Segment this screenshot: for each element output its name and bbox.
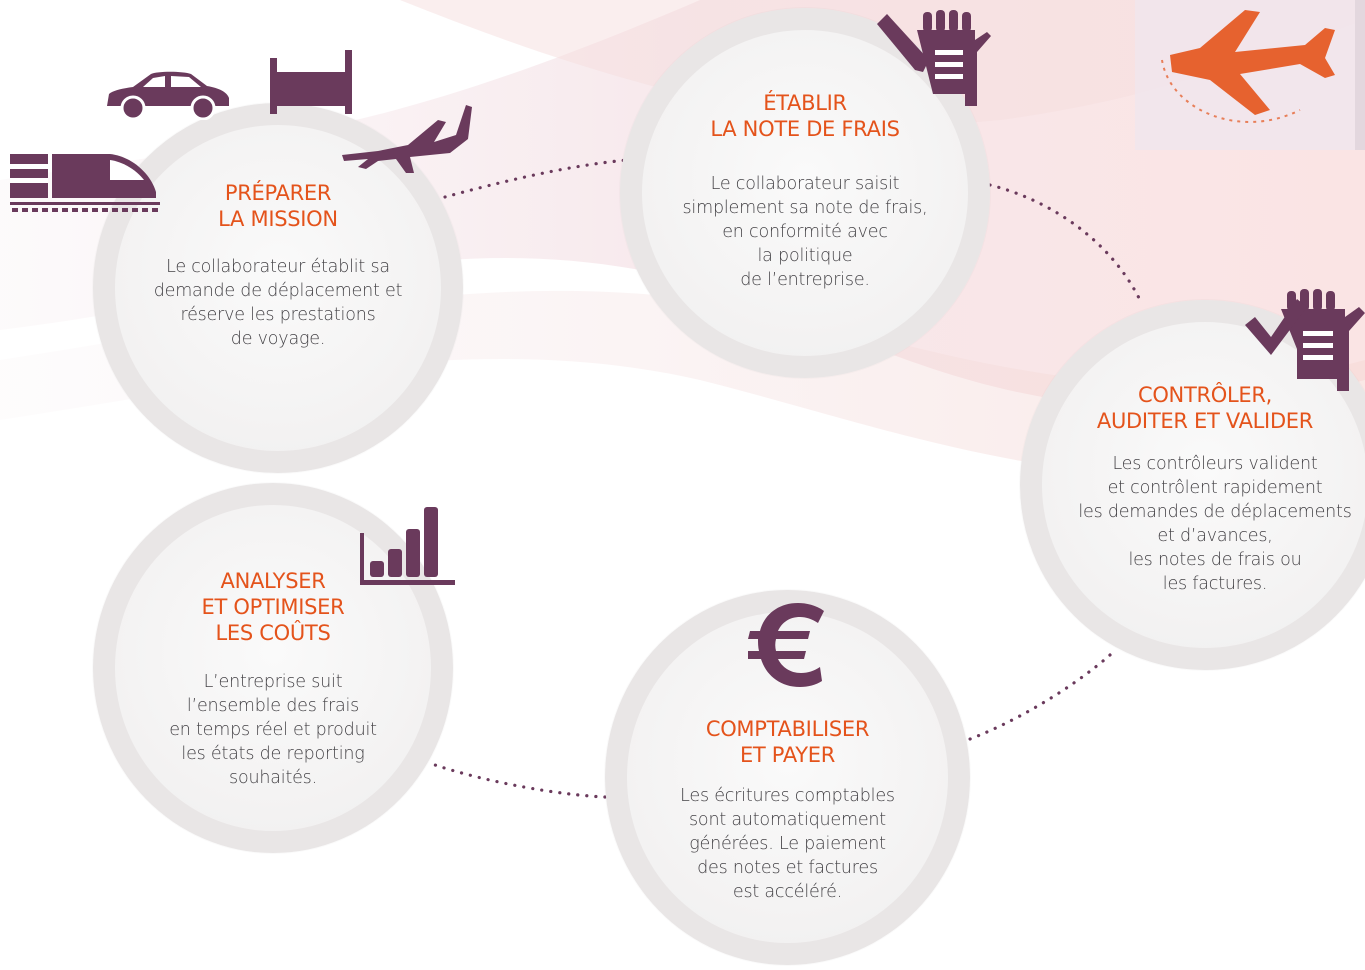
step-description-line: est accéléré. [732, 882, 843, 902]
step-title: ÉTABLIR LA NOTE DE FRAIS [642, 90, 968, 142]
step-title-line: PRÉPARER [224, 181, 332, 205]
car-icon [107, 71, 229, 120]
step-title-line: ÉTABLIR [763, 91, 847, 115]
corner-airplane-icon [1161, 10, 1335, 123]
step-description-line: de voyage. [230, 329, 326, 349]
step-description-line: les notes de frais ou [1128, 550, 1302, 570]
step-description-line: Le collaborateur établit sa [166, 257, 390, 277]
step-description: Le collaborateur établit sa demande de d… [115, 255, 441, 351]
step-description-line: et d’avances, [1157, 526, 1273, 546]
step-description-line: générées. Le paiement [689, 834, 886, 854]
step-description-line: simplement sa note de frais, [682, 198, 928, 218]
step-title: CONTRÔLER, AUDITER ET VALIDER [1042, 382, 1365, 434]
step-title-line: LA MISSION [218, 207, 338, 231]
step-description-line: sont automatiquement [689, 810, 886, 830]
step-title-line: CONTRÔLER, [1137, 383, 1273, 407]
step-description-line: Les contrôleurs valident [1112, 454, 1318, 474]
bed-icon [270, 50, 352, 114]
bar-chart-icon [360, 507, 455, 585]
step-title-line: LA NOTE DE FRAIS [710, 117, 900, 141]
step-title-line: LES COÛTS [215, 621, 331, 645]
step-description-line: l’ensemble des frais [186, 696, 360, 716]
step-description-line: L’entreprise suit [203, 672, 343, 692]
step-description-line: les états de reporting [181, 744, 365, 764]
step-description: Les écritures comptables sont automatiqu… [627, 784, 948, 904]
step-description: L’entreprise suit l’ensemble des frais e… [115, 670, 431, 790]
step-title: COMPTABILISER ET PAYER [627, 716, 948, 768]
step-title-line: COMPTABILISER [705, 717, 870, 741]
step-description-line: souhaités. [229, 768, 317, 788]
hand-check-icon [1245, 289, 1365, 391]
step-description-line: des notes et factures [697, 858, 878, 878]
step-title-line: ET PAYER [739, 743, 836, 767]
train-icon [10, 154, 160, 212]
step-description-line: la politique [757, 246, 853, 266]
step-description-line: en temps réel et produit [169, 720, 377, 740]
step-description-line: et contrôlent rapidement [1107, 478, 1323, 498]
euro-icon [748, 603, 824, 687]
step-title-line: AUDITER ET VALIDER [1096, 409, 1314, 433]
step-title-line: ANALYSER [220, 569, 326, 593]
step-description-line: Le collaborateur saisit [710, 174, 900, 194]
hand-writing-icon [877, 10, 991, 106]
step-description-line: les factures. [1162, 574, 1268, 594]
step-description-line: en conformité avec [722, 222, 888, 242]
step-description-line: demande de déplacement et [153, 281, 403, 301]
airplane-icon [342, 105, 472, 173]
step-description-line: réserve les prestations [180, 305, 376, 325]
step-description-line: de l’entreprise. [740, 270, 870, 290]
step-description: Le collaborateur saisit simplement sa no… [642, 172, 968, 292]
step-description-line: les demandes de déplacements [1078, 502, 1352, 522]
step-title: PRÉPARER LA MISSION [115, 180, 441, 232]
step-title: ANALYSER ET OPTIMISER LES COÛTS [115, 568, 431, 646]
step-description-line: Les écritures comptables [680, 786, 895, 806]
step-description: Les contrôleurs valident et contrôlent r… [1034, 452, 1365, 596]
step-title-line: ET OPTIMISER [201, 595, 345, 619]
